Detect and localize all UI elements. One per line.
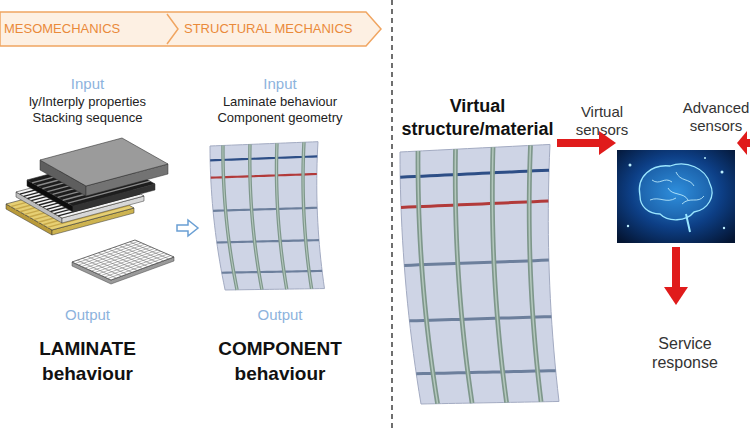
component-panel (210, 142, 324, 290)
stringer-highlight (455, 149, 472, 403)
glow-dot (629, 164, 632, 167)
stringer-highlight (418, 151, 438, 404)
output-label: Service response (630, 334, 740, 372)
mesh-line (105, 254, 168, 277)
glow-dot (723, 227, 725, 229)
frame-rib (213, 208, 317, 211)
frame-rib (404, 260, 549, 265)
arrow-head (664, 287, 688, 305)
io-heading: Output (18, 306, 158, 324)
sensor-label: Virtual sensors (561, 103, 643, 139)
section-heading: MESOMECHANICS (4, 21, 164, 37)
brain-outline (639, 164, 712, 220)
glow-dot (721, 171, 724, 174)
structural-panel: InputLaminate behaviour Component geomet… (200, 75, 360, 387)
brain-background (617, 150, 735, 243)
io-text: ly/Interply properties Stacking sequence (15, 94, 160, 125)
mesh-line (108, 256, 171, 279)
stringer (303, 142, 312, 289)
section-heading: STRUCTURAL MECHANICS (184, 21, 379, 37)
structure-title: Virtual structure/material (395, 95, 560, 140)
io-heading: Input (210, 75, 350, 93)
io-heading: Input (18, 75, 158, 93)
plate-top (40, 138, 168, 186)
virtual-structure-box: Virtual structure/material (395, 95, 560, 141)
red-arrow (557, 131, 616, 155)
glow-dot (627, 225, 629, 227)
frame-rib (401, 201, 548, 207)
stringer (250, 144, 262, 289)
outline-arrow (177, 220, 198, 236)
arrow-shaft (745, 139, 750, 147)
stringer (492, 147, 506, 402)
laminate-illustration (6, 138, 174, 284)
skin-panel (210, 142, 324, 290)
mesomechanics-panel: Inputly/Interply properties Stacking seq… (0, 75, 175, 387)
red-arrow (737, 131, 750, 155)
frame-rib (416, 371, 555, 374)
stringer-highlight (529, 145, 541, 401)
divider-line (391, 0, 392, 431)
brain-image (617, 150, 735, 243)
arrow-shaft (557, 139, 601, 147)
band-arrow (0, 12, 381, 46)
frame-rib (217, 240, 319, 242)
mesh-line (130, 242, 169, 259)
output-title: LAMINATE behaviour (26, 337, 150, 386)
stringer-highlight (303, 142, 312, 289)
brain-folds (650, 172, 704, 204)
arrow-head (737, 131, 747, 155)
glow-dot (704, 157, 706, 159)
frame-rib (210, 156, 317, 160)
stringer-highlight (223, 145, 237, 289)
virtual-structure-panel (400, 144, 559, 404)
frame-rib (222, 271, 322, 273)
brain-stem (686, 214, 690, 232)
top-ply (40, 138, 168, 196)
skin-panel (400, 144, 559, 404)
sensor-label: Advanced sensors (682, 99, 750, 135)
io-text: Laminate behaviour Component geometry (205, 94, 355, 125)
mesh-top (72, 240, 174, 280)
mesh-line (125, 244, 164, 261)
mesh-plate (72, 240, 174, 284)
stringer-highlight (250, 144, 262, 289)
arrow-shaft (672, 247, 680, 289)
mesh-line (101, 253, 164, 276)
arrow-head (599, 131, 616, 155)
discipline-band: MESOMECHANICS STRUCTURAL MECHANICS (0, 10, 382, 48)
mesh-line (109, 249, 148, 266)
mesh-line (104, 251, 143, 269)
stringer (418, 151, 438, 404)
output-title: COMPONENT behaviour (208, 337, 353, 386)
stringer-highlight (492, 147, 506, 402)
io-heading: Output (210, 306, 350, 324)
frame-rib (400, 170, 549, 177)
stringer-highlight (276, 143, 286, 289)
stringer (455, 149, 472, 403)
stringer (529, 145, 541, 401)
mesh-line (114, 247, 153, 264)
frame-rib (211, 174, 317, 178)
stringer (276, 143, 286, 289)
frame-rib (409, 317, 551, 321)
band-chevron (167, 14, 178, 44)
mesh-line (119, 246, 158, 263)
red-arrow (664, 247, 688, 305)
stringer (223, 145, 237, 289)
